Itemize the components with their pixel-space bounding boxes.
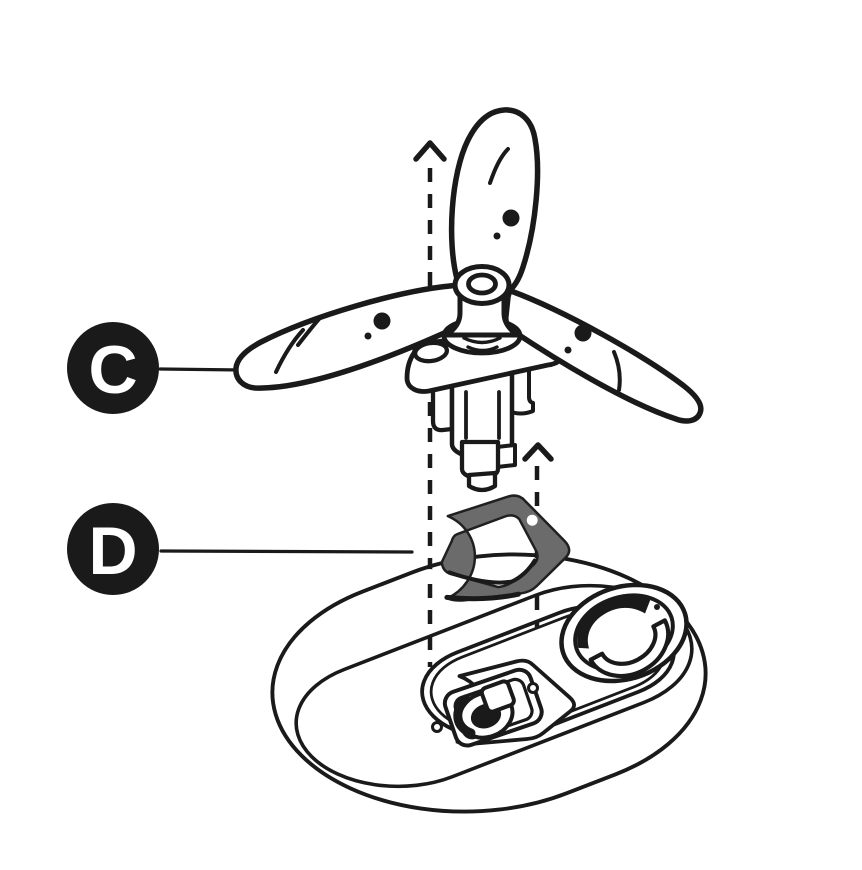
motor-socket [431,652,582,748]
leader-line-d [159,549,414,554]
hub-bore [466,272,498,296]
callout-d-bubble [67,503,159,595]
blade-mark [612,350,622,392]
propeller-hub [441,264,523,356]
handle-hinge-dot [654,604,660,610]
blade-dot-small [493,232,501,240]
gasket-edge-shadow [444,591,521,602]
up-arrow-icon [413,140,447,162]
propeller-assembly [233,107,704,493]
callout-d: D [67,503,159,595]
hub-thread-arc [462,336,502,345]
callout-c-label: C [88,332,137,408]
hub-thread-arc [466,345,499,353]
callout-c: C [67,322,159,414]
gasket-cutout-shadow [447,558,537,585]
socket-screw-hole [527,682,539,694]
callout-d-label: D [88,513,137,589]
blade-dot [502,209,520,227]
gasket-bolt-hole [424,568,436,580]
base-plate [200,509,778,856]
port-flip-handle [588,618,671,679]
socket-boss-shadow [453,694,476,738]
blade-dot-small [564,346,572,354]
blade-dot-small [364,332,372,340]
port-shadow-crescent [577,594,651,649]
plate-oval-hole [412,340,450,364]
shaft-bottom-key [466,470,498,493]
leader-line-c [158,367,244,372]
gasket-bolt-hole [526,514,538,526]
up-arrow-icon [522,442,554,462]
callout-c-bubble [67,322,159,414]
socket-screw-hole [431,721,443,733]
socket-key [479,679,516,714]
blade-mark [296,317,321,347]
blade-mark [274,328,305,374]
blade-mark [488,147,510,185]
gasket [424,494,571,602]
blade-dot [373,312,391,330]
blade-dot [574,324,592,342]
